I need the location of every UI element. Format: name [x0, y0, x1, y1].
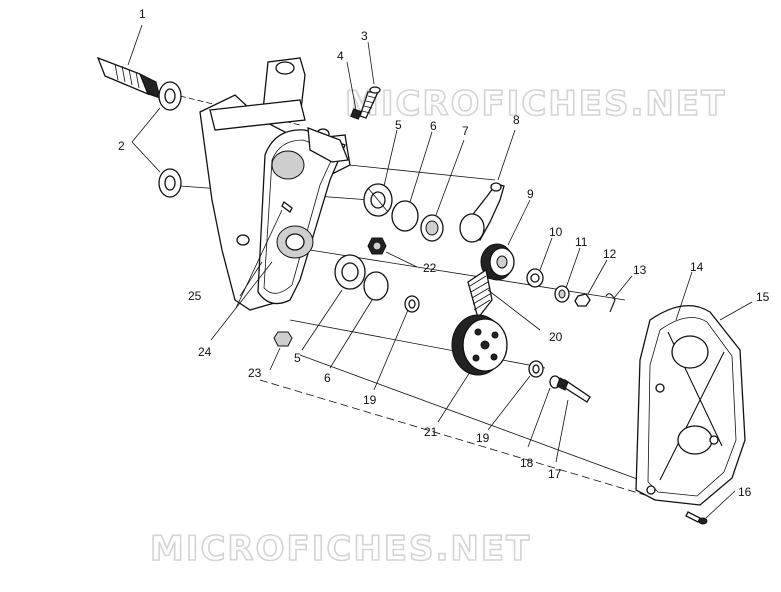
washer-19-lower	[528, 360, 544, 378]
seal-lower	[158, 168, 182, 198]
callout-16: 16	[738, 485, 752, 499]
callout-7: 7	[462, 124, 469, 138]
callout-19-lower: 19	[476, 431, 490, 445]
shaft-part	[96, 56, 161, 99]
callout-21: 21	[424, 425, 438, 439]
callout-2: 2	[118, 139, 125, 153]
oring-lower	[363, 271, 389, 301]
sprocket-lower	[451, 314, 508, 376]
callout-4: 4	[337, 49, 344, 63]
chaincase-housing	[199, 57, 351, 311]
callout-15: 15	[756, 290, 770, 304]
oring-upper	[391, 200, 419, 232]
callout-6-upper: 6	[430, 119, 437, 133]
bolt-17	[556, 377, 591, 403]
callout-8: 8	[513, 113, 520, 127]
callout-1: 1	[139, 7, 146, 21]
callout-23: 23	[248, 366, 262, 380]
callout-20: 20	[549, 330, 563, 344]
callout-11: 11	[575, 235, 588, 249]
callout-6-lower: 6	[324, 371, 331, 385]
nut-23	[273, 331, 293, 347]
washer-19-upper	[404, 295, 420, 313]
callout-24: 24	[198, 345, 212, 359]
washer-11	[554, 285, 570, 303]
callout-9: 9	[527, 187, 534, 201]
callout-10: 10	[549, 225, 563, 239]
callout-12: 12	[603, 247, 617, 261]
watermark-bottom: MICROFICHES.NET	[150, 529, 531, 569]
chaincase-cover	[635, 305, 746, 506]
callout-17: 17	[548, 467, 562, 481]
seal-upper	[158, 81, 182, 111]
callout-5-lower: 5	[294, 351, 301, 365]
leader-lines	[127, 24, 753, 519]
callout-18: 18	[520, 456, 534, 470]
spacer-upper	[420, 214, 444, 242]
callout-25: 25	[188, 289, 202, 303]
screw-16	[685, 511, 708, 525]
callout-3: 3	[361, 29, 368, 43]
callout-22: 22	[423, 261, 437, 275]
drive-chain	[467, 268, 493, 320]
nut-part	[350, 108, 362, 120]
nut-22	[367, 237, 387, 255]
callout-numbers: 1 2 3 4 5 6 7 8 9 10 11 12 13 14 15 16 1…	[118, 7, 770, 499]
callout-13: 13	[633, 263, 647, 277]
washer-10	[526, 268, 544, 288]
callout-5-upper: 5	[395, 118, 402, 132]
bearing-upper	[363, 183, 393, 217]
bolt-part	[359, 86, 381, 119]
callout-19-upper: 19	[363, 393, 377, 407]
plug-25	[281, 201, 293, 213]
nut-12	[574, 293, 591, 307]
tensioner-arm	[459, 182, 505, 243]
cotter-pin-13	[605, 293, 616, 313]
bearing-lower	[334, 254, 366, 290]
sprocket-upper	[480, 243, 515, 281]
callout-14: 14	[690, 260, 704, 274]
watermark-top: MICROFICHES.NET	[345, 84, 726, 124]
